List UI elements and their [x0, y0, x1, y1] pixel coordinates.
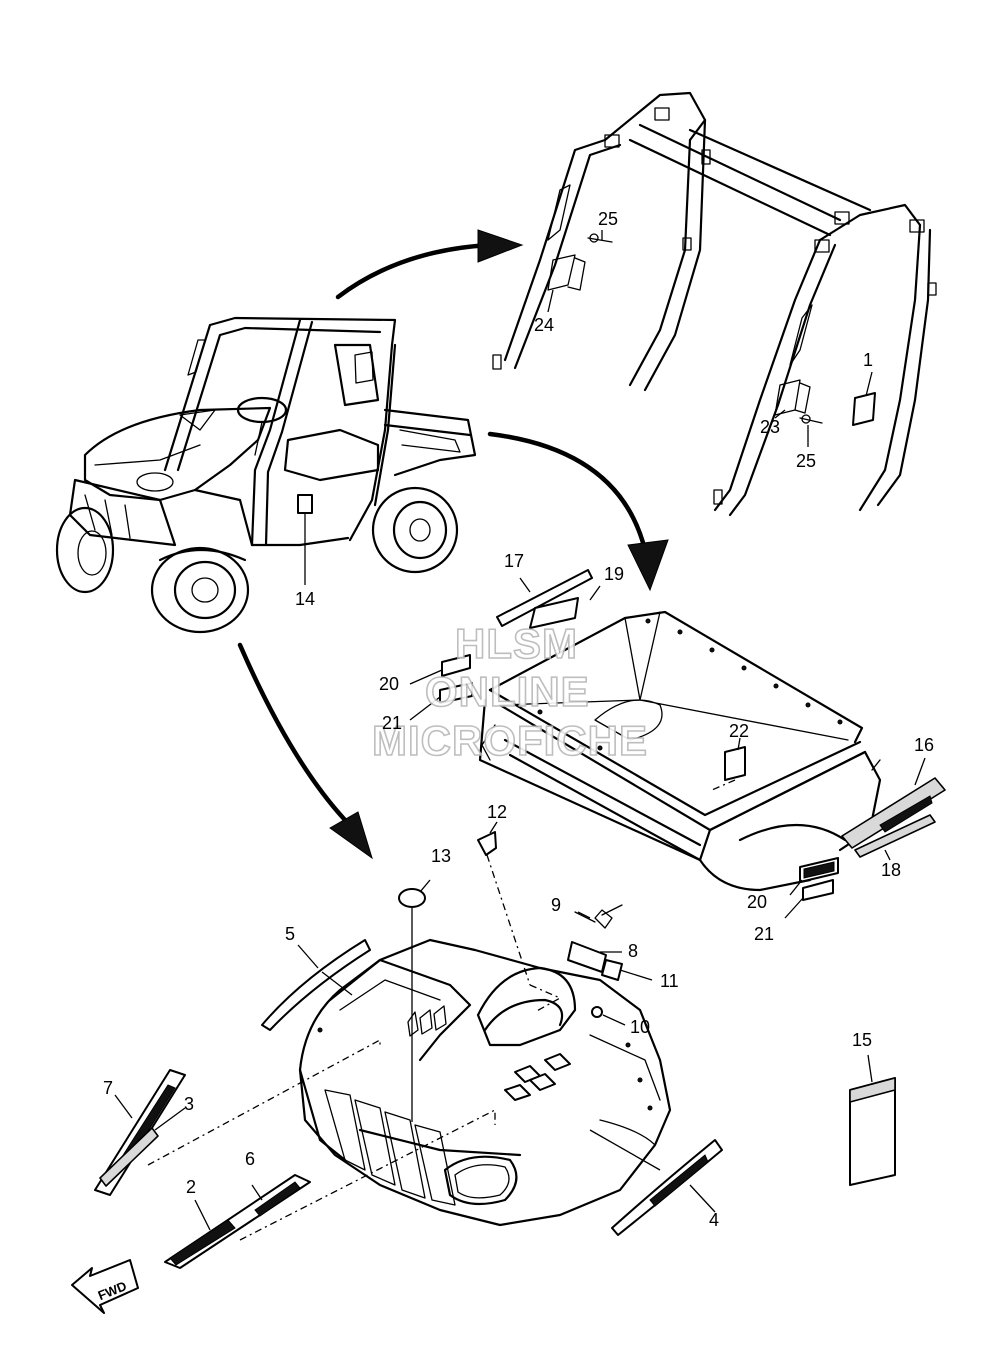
roll-cage [492, 91, 937, 517]
callout-5: 5 [285, 924, 295, 944]
callout-3: 3 [184, 1094, 194, 1114]
watermark: HLSM ONLINE MICROFICHE [371, 619, 648, 765]
callout-10: 10 [630, 1017, 650, 1037]
cargo-bed [409, 569, 946, 919]
callout-25-bottom: 25 [796, 451, 816, 471]
callout-6: 6 [245, 1149, 255, 1169]
callout-4: 4 [709, 1210, 719, 1230]
callout-21-bed-right: 21 [754, 924, 774, 944]
callout-17: 17 [504, 551, 524, 571]
pointer-arrows [237, 229, 669, 860]
callout-13: 13 [431, 846, 451, 866]
callout-19: 19 [604, 564, 624, 584]
callout-16: 16 [914, 735, 934, 755]
callout-20-bed-left: 20 [379, 674, 399, 694]
callout-20-bed-right: 20 [747, 892, 767, 912]
forward-direction-arrow: FWD [71, 1259, 139, 1314]
callout-15: 15 [852, 1030, 872, 1050]
callout-14: 14 [295, 589, 315, 609]
front-hood [298, 938, 672, 1227]
callout-24: 24 [534, 315, 554, 335]
callout-11: 11 [660, 971, 679, 991]
callout-21-bed-left: 21 [382, 713, 402, 733]
callout-7: 7 [103, 1078, 113, 1098]
callout-9: 9 [551, 895, 561, 915]
callout-numbers: 1 2 3 4 5 6 7 8 9 10 11 12 13 14 15 16 1… [103, 209, 934, 1230]
vehicle-overview [55, 316, 477, 634]
callout-23: 23 [760, 417, 780, 437]
callout-22: 22 [729, 721, 749, 741]
hood-decals [94, 821, 896, 1269]
callout-25-top: 25 [598, 209, 618, 229]
watermark-line-3: MICROFICHE [372, 717, 648, 764]
callout-8: 8 [628, 941, 638, 961]
callout-1: 1 [863, 350, 873, 370]
callout-18: 18 [881, 860, 901, 880]
callout-2: 2 [186, 1177, 196, 1197]
watermark-line-1: HLSM [455, 620, 578, 667]
callout-12: 12 [487, 802, 507, 822]
watermark-line-2: ONLINE [425, 668, 590, 715]
